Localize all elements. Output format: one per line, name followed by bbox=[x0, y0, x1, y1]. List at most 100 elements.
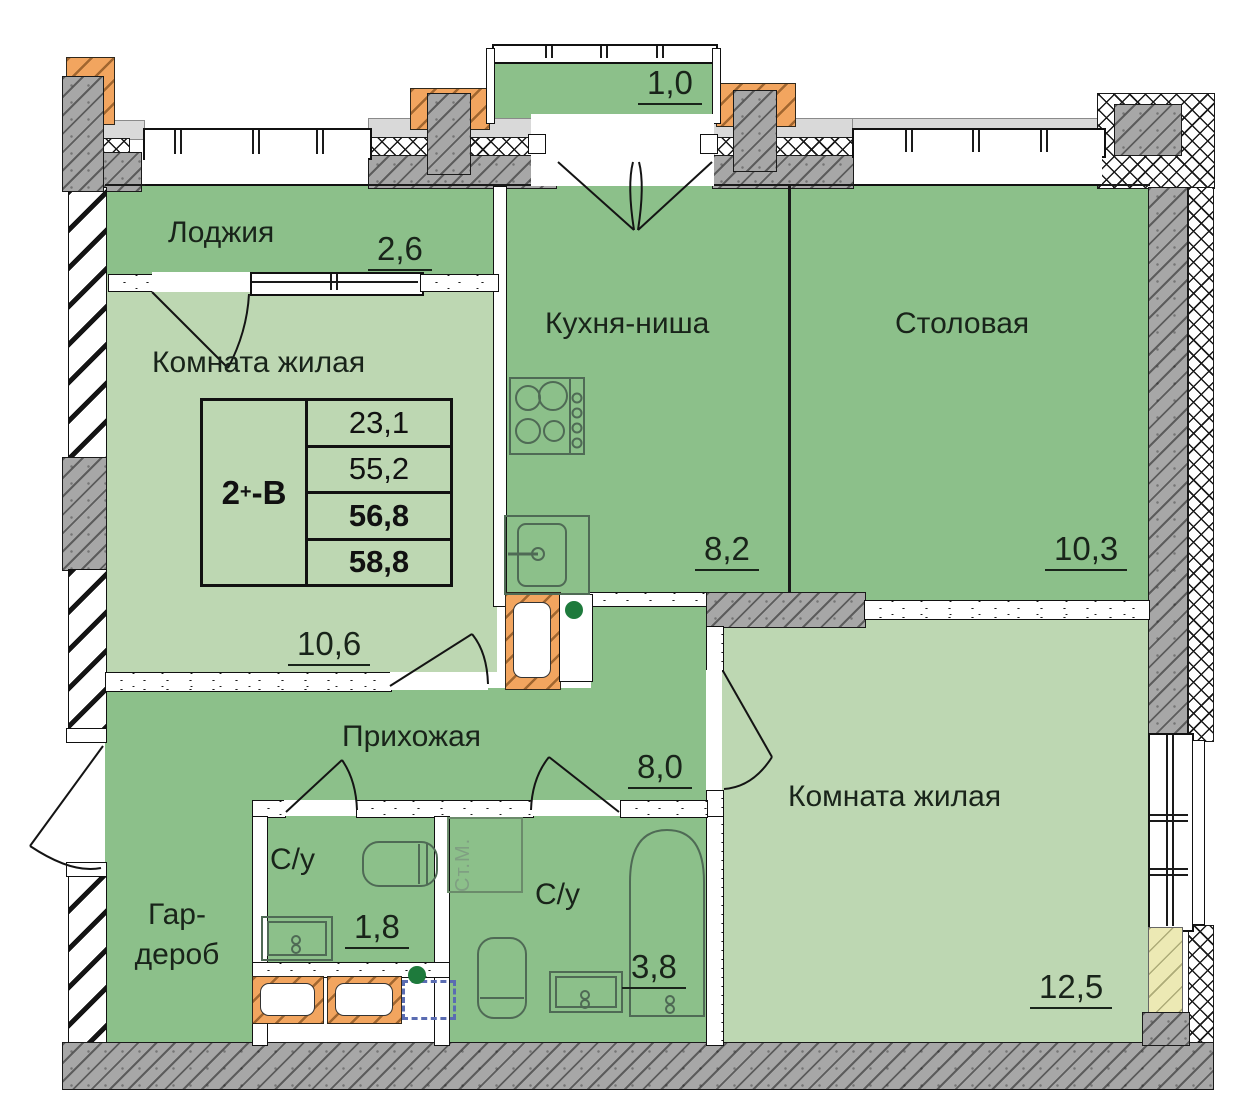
window-mullion bbox=[316, 130, 318, 154]
room-fill-living2 bbox=[722, 618, 1148, 1042]
partition-kitchen-hall bbox=[588, 592, 710, 607]
washing-machine-label: Ст.М. bbox=[452, 837, 474, 892]
window-mullion bbox=[180, 130, 182, 154]
room-label-living1: Комната жилая bbox=[152, 346, 366, 379]
vent-shaft-core bbox=[513, 602, 551, 678]
room-area-bath-small: 1,8 bbox=[345, 908, 409, 949]
window-mullion bbox=[330, 274, 332, 290]
spec-row-total-area: 58,8 bbox=[348, 544, 410, 580]
door-opening bbox=[284, 800, 356, 816]
wall-left bbox=[68, 868, 107, 1046]
wall-left bbox=[68, 569, 107, 742]
window-mullion bbox=[905, 130, 907, 152]
vent-marker-circle bbox=[408, 966, 426, 984]
partition-bath-bath bbox=[434, 816, 450, 1046]
window-sill bbox=[854, 156, 1102, 186]
window-mullion bbox=[978, 130, 980, 152]
window-mullion bbox=[551, 46, 553, 58]
partition-stub bbox=[706, 626, 724, 672]
divider-kitchen-dining bbox=[788, 186, 791, 603]
room-label-bath-large: С/у bbox=[535, 878, 580, 911]
window-sill bbox=[145, 158, 368, 186]
spec-values: 23,1 55,2 56,8 58,8 bbox=[308, 401, 450, 584]
room-fill-wardrobe bbox=[105, 815, 252, 1044]
window-mullion bbox=[1150, 814, 1188, 816]
window-mullion bbox=[656, 46, 658, 58]
room-area-living1: 10,6 bbox=[288, 625, 371, 666]
wardrobe-line1: Гар- bbox=[148, 898, 206, 931]
window-mullion bbox=[662, 46, 664, 58]
partition-dining-living2 bbox=[864, 600, 1150, 620]
window-mullion bbox=[972, 130, 974, 152]
partition-stub bbox=[420, 274, 499, 292]
room-fill-hall-upper bbox=[591, 603, 707, 693]
window-mullion bbox=[1150, 874, 1188, 876]
balcony-rail bbox=[486, 48, 495, 124]
window-mullion bbox=[600, 46, 602, 58]
window-mullion bbox=[252, 130, 254, 154]
wall-left-concrete bbox=[62, 457, 107, 571]
window-living2 bbox=[1148, 733, 1194, 932]
partition-living-hall bbox=[105, 672, 392, 692]
vent-block-core bbox=[335, 983, 393, 1016]
room-label-wardrobe: Гар- дероб bbox=[108, 895, 246, 975]
wall-right-insulation bbox=[1188, 925, 1214, 1047]
window-mullion bbox=[606, 46, 608, 58]
wall-concrete bbox=[1142, 1012, 1190, 1046]
vent-marker-circle bbox=[565, 601, 583, 619]
partition-bath-living2 bbox=[706, 816, 724, 1046]
door-jamb bbox=[66, 862, 107, 877]
wall-right-inner bbox=[1148, 187, 1188, 737]
partition-stub bbox=[108, 274, 156, 292]
door-opening bbox=[706, 670, 722, 790]
window-frame-line bbox=[1166, 735, 1168, 926]
pilaster-core bbox=[427, 93, 471, 175]
wall-right-insulation bbox=[1188, 187, 1214, 742]
door-jamb bbox=[66, 728, 107, 743]
room-label-dining: Столовая bbox=[895, 307, 1030, 340]
apartment-spec-table: 2+-В 23,1 55,2 56,8 58,8 bbox=[200, 398, 453, 587]
window-mullion bbox=[1040, 130, 1042, 152]
window-mullion bbox=[258, 130, 260, 154]
partition-hall-bath bbox=[356, 800, 534, 818]
room-fill-bath-large bbox=[448, 815, 706, 1044]
partition-stub bbox=[706, 790, 724, 818]
room-area-dining: 10,3 bbox=[1045, 530, 1128, 571]
door-opening bbox=[532, 800, 620, 816]
window-outer-pane bbox=[1192, 740, 1205, 925]
room-label-hallway: Прихожая bbox=[342, 720, 482, 753]
partition-hall-bath bbox=[620, 800, 708, 818]
apartment-type: 2+-В bbox=[203, 401, 308, 584]
room-label-bath-small: С/у bbox=[270, 843, 315, 876]
door-jamb bbox=[528, 134, 546, 154]
balcony-rail bbox=[712, 48, 721, 124]
window-frame-line bbox=[1172, 735, 1174, 926]
wall-dining-living2 bbox=[706, 592, 866, 628]
room-fill-dining bbox=[790, 186, 1148, 603]
room-area-loggia: 2,6 bbox=[368, 230, 432, 271]
window-mullion bbox=[1150, 820, 1188, 822]
door-jamb bbox=[700, 134, 718, 154]
type-sup: + bbox=[239, 481, 252, 503]
room-area-bath-large: 3,8 bbox=[622, 948, 686, 989]
balcony-glazing bbox=[492, 44, 718, 64]
door-opening bbox=[390, 672, 488, 690]
wall-left bbox=[68, 187, 107, 459]
wall-block-yellow bbox=[1148, 927, 1183, 1015]
wardrobe-line2: дероб bbox=[134, 938, 220, 971]
room-area-balcony: 1,0 bbox=[638, 64, 702, 105]
type-suffix: -В bbox=[251, 473, 287, 511]
corner-core bbox=[1114, 104, 1182, 156]
window-mullion bbox=[174, 130, 176, 154]
window-mullion bbox=[322, 130, 324, 154]
window-frame-line bbox=[252, 281, 418, 283]
pilaster-core bbox=[733, 90, 777, 172]
loggia-door-opening bbox=[152, 272, 250, 292]
spec-row-living-area: 23,1 bbox=[308, 401, 450, 448]
room-label-loggia: Лоджия bbox=[168, 216, 275, 249]
partition-stub bbox=[252, 800, 286, 818]
type-number: 2 bbox=[221, 473, 240, 511]
pilaster-core bbox=[62, 76, 104, 192]
window-mullion bbox=[1150, 868, 1188, 870]
